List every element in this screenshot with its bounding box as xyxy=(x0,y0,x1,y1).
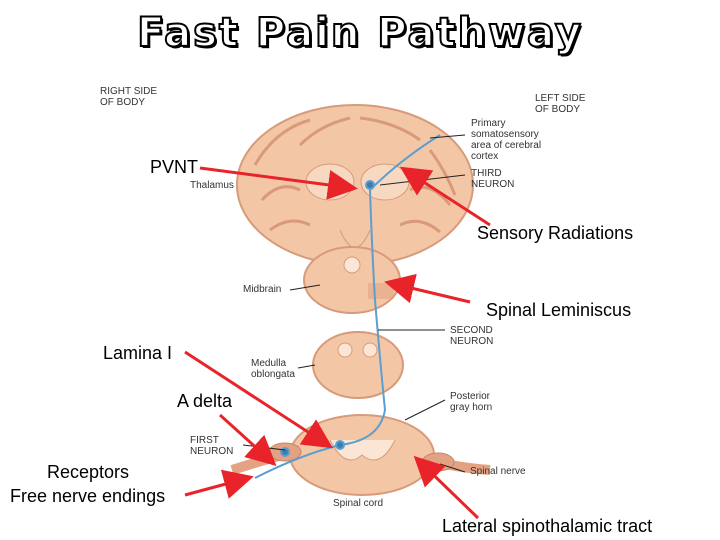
primary-cortex-label: Primary somatosensory area of cerebral c… xyxy=(471,118,542,162)
a-delta-label: A delta xyxy=(177,391,233,411)
medulla-section xyxy=(312,331,404,399)
pvnt-arrow xyxy=(199,166,358,200)
spinal-cord-section xyxy=(230,414,491,496)
spinal-nerve-label: Spinal nerve xyxy=(470,466,526,477)
spinal-leminiscus-label: Spinal Leminiscus xyxy=(486,300,632,320)
receptors-label: Receptors xyxy=(47,462,130,482)
thalamus-label: Thalamus xyxy=(190,180,234,191)
a-delta-arrow xyxy=(218,413,277,467)
page-title: Fast Pain Pathway xyxy=(136,9,583,57)
first-neuron-label: FIRST NEURON xyxy=(190,435,234,457)
lamina-i-arrow xyxy=(184,350,334,449)
sensory-radiations-label: Sensory Radiations xyxy=(477,223,634,243)
medulla-label: Medulla oblongata xyxy=(251,358,295,380)
right-side-label: RIGHT SIDE OF BODY xyxy=(100,86,158,108)
left-side-label: LEFT SIDE OF BODY xyxy=(535,93,586,115)
posterior-gray-horn-label: Posterior gray horn xyxy=(450,391,493,413)
lateral-spinothalamic-label: Lateral spinothalamic tract xyxy=(442,516,653,536)
annotation-arrows xyxy=(184,166,491,520)
spinal-cord-label: Spinal cord xyxy=(333,498,384,509)
free-nerve-endings-label: Free nerve endings xyxy=(10,486,166,506)
midbrain-section xyxy=(303,246,401,314)
lamina-i-label: Lamina I xyxy=(103,343,173,363)
third-neuron-label: THIRD NEURON xyxy=(471,168,515,190)
receptors-arrow xyxy=(184,469,254,499)
pvnt-label: PVNT xyxy=(150,157,199,177)
lateral-spinothalamic-arrow xyxy=(413,455,480,520)
midbrain-label: Midbrain xyxy=(243,284,282,295)
spinal-leminiscus-arrow xyxy=(384,273,471,304)
brain-section xyxy=(236,104,474,266)
sensory-radiations-arrow xyxy=(399,166,491,227)
second-neuron-label: SECOND NEURON xyxy=(450,325,494,347)
